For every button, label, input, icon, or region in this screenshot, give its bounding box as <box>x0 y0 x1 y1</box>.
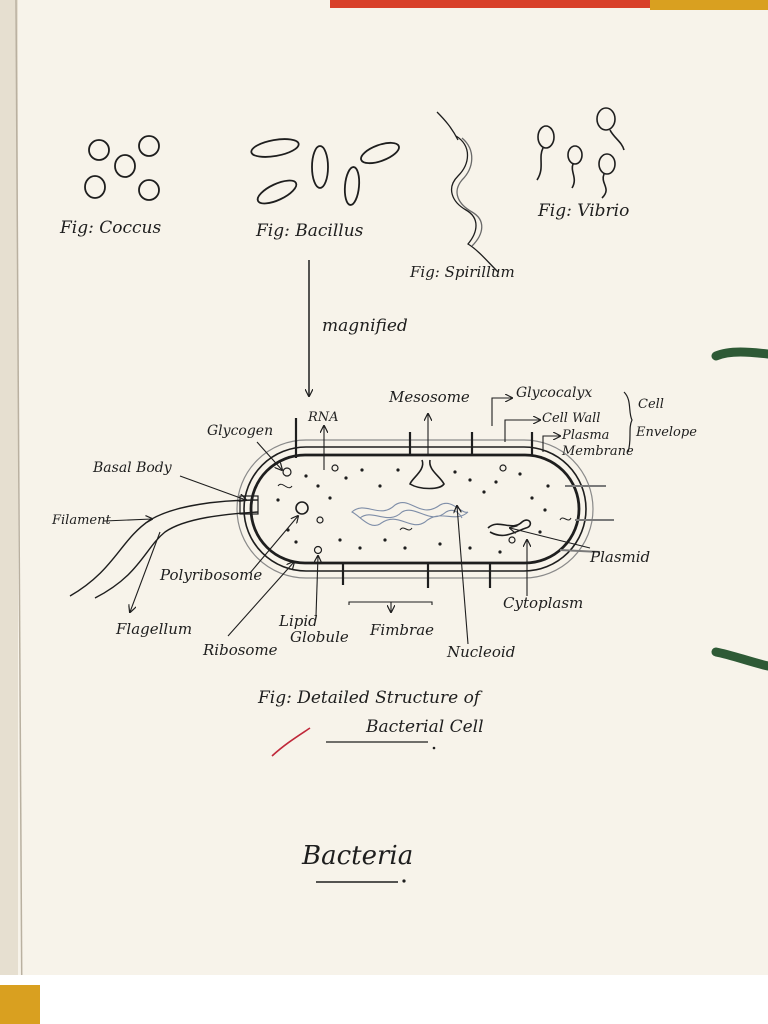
label-glycogen: Glycogen <box>207 423 274 439</box>
page-left-shadow <box>0 0 18 1024</box>
label-fimbrae: Fimbrae <box>370 621 435 639</box>
pili-bottom <box>341 562 492 588</box>
basal-body <box>239 495 259 515</box>
bacterial-cell <box>236 418 614 588</box>
coccus-drawing <box>84 135 160 201</box>
label-magnified: magnified <box>322 316 408 336</box>
label-lipid: Lipid <box>279 612 318 630</box>
plasmid-shape <box>487 519 532 537</box>
mesosome-shape <box>409 459 445 490</box>
plasma-membrane-outline <box>249 453 581 565</box>
leader-lines <box>103 391 633 645</box>
label-filament: Filament <box>52 513 111 528</box>
vibrio-drawing <box>536 107 625 199</box>
label-glycocalyx: Glycocalyx <box>516 385 593 401</box>
lipid-globule-large <box>295 501 309 515</box>
pili-right <box>559 485 614 553</box>
label-vibrio: Fig: Vibrio <box>538 201 630 221</box>
cell-wall-outline <box>243 446 587 572</box>
bottom-band <box>0 975 768 1024</box>
lipid-globule-small <box>313 545 323 555</box>
label-basal-body: Basal Body <box>93 460 172 476</box>
glycocalyx-outline <box>236 439 594 579</box>
page-title: Bacteria <box>302 841 414 871</box>
label-cytoplasm: Cytoplasm <box>503 594 584 612</box>
caption-line-1: Fig: Detailed Structure of <box>258 688 481 708</box>
red-tick-mark <box>271 727 311 757</box>
label-cell-envelope-2: Envelope <box>636 425 697 440</box>
label-spirillum: Fig: Spirillum <box>410 263 515 281</box>
glycogen-granule <box>282 467 292 477</box>
binder-string-top <box>711 347 768 361</box>
label-coccus: Fig: Coccus <box>60 218 162 238</box>
pili-top <box>294 418 534 458</box>
top-band <box>330 0 768 8</box>
spirillum-drawing <box>436 111 499 273</box>
label-mesosome: Mesosome <box>389 388 470 406</box>
bacillus-drawing <box>250 138 400 206</box>
label-ribosome: Ribosome <box>203 641 278 659</box>
label-membrane: Membrane <box>562 444 634 459</box>
page-left-edge <box>15 0 23 1024</box>
label-polyribosome: Polyribosome <box>160 566 263 584</box>
label-bacillus: Fig: Bacillus <box>256 221 364 241</box>
label-rna: RNA <box>308 410 339 425</box>
label-cell-wall: Cell Wall <box>542 411 601 426</box>
label-plasmid: Plasmid <box>590 548 651 566</box>
label-nucleoid: Nucleoid <box>447 643 516 661</box>
nucleoid-scribble <box>351 502 469 526</box>
bottom-corner <box>0 985 40 1024</box>
top-band-right <box>650 0 768 10</box>
label-plasma: Plasma <box>562 428 610 443</box>
binder-string-bottom <box>711 647 768 671</box>
label-globule: Globule <box>290 628 349 646</box>
caption-line-2: Bacterial Cell <box>366 717 484 737</box>
label-cell-envelope-1: Cell <box>638 397 664 412</box>
ribosome-dots <box>276 468 550 554</box>
label-flagellum: Flagellum <box>116 620 193 638</box>
